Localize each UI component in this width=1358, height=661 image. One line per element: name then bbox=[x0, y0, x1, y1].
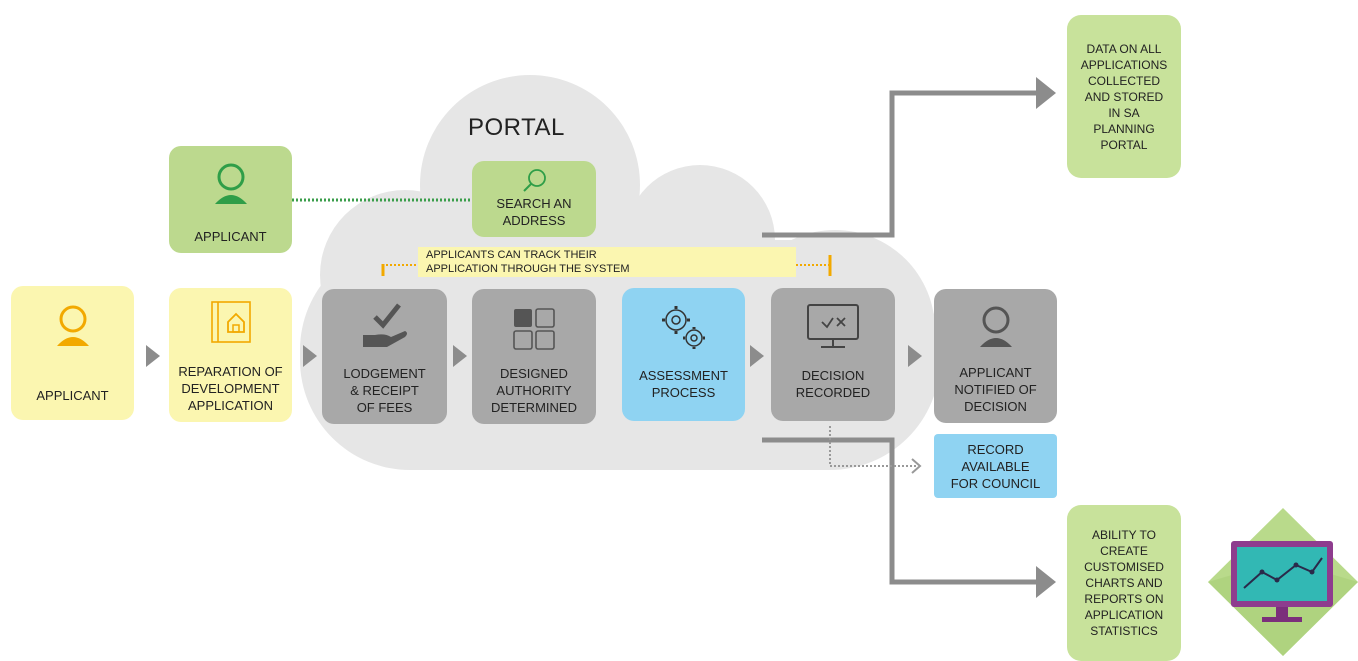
authority-box: DESIGNED AUTHORITY DETERMINED bbox=[472, 289, 596, 424]
chart-monitor-icon bbox=[1208, 508, 1358, 656]
reports-box: ABILITY TO CREATE CUSTOMISED CHARTS AND … bbox=[1067, 505, 1181, 661]
arrow-5 bbox=[908, 345, 922, 367]
lodgement-box: LODGEMENT & RECEIPT OF FEES bbox=[322, 289, 447, 424]
authority-label: DESIGNED AUTHORITY DETERMINED bbox=[491, 366, 577, 415]
applicant-search-box: APPLICANT bbox=[169, 146, 292, 253]
decision-label: DECISION RECORDED bbox=[795, 368, 871, 400]
preparation-label: REPARATION OF DEVELOPMENT APPLICATION bbox=[178, 364, 283, 413]
decision-box: DECISION RECORDED bbox=[771, 288, 895, 421]
search-address-label: SEARCH AN ADDRESS bbox=[496, 196, 572, 228]
person-icon bbox=[169, 162, 292, 206]
arrow-4 bbox=[750, 345, 764, 367]
flow-arrows bbox=[146, 345, 922, 367]
applicant-start-box: APPLICANT bbox=[11, 286, 134, 420]
reports-connector bbox=[762, 437, 1056, 598]
arrow-3 bbox=[453, 345, 467, 367]
assessment-box: ASSESSMENT PROCESS bbox=[622, 288, 745, 421]
monitor-check-icon bbox=[771, 302, 895, 350]
data-stored-box: DATA ON ALL APPLICATIONS COLLECTED AND S… bbox=[1067, 15, 1181, 178]
hand-check-icon bbox=[322, 299, 447, 349]
notified-box: APPLICANT NOTIFIED OF DECISION bbox=[934, 289, 1057, 423]
lodgement-label: LODGEMENT & RECEIPT OF FEES bbox=[343, 366, 426, 415]
data-stored-label: DATA ON ALL APPLICATIONS COLLECTED AND S… bbox=[1080, 41, 1168, 152]
record-box: RECORD AVAILABLE FOR COUNCIL bbox=[934, 434, 1057, 498]
data-stored-connector bbox=[762, 77, 1056, 238]
tracking-bar bbox=[381, 255, 832, 276]
blueprint-icon bbox=[169, 298, 292, 348]
notified-label: APPLICANT NOTIFIED OF DECISION bbox=[954, 365, 1037, 414]
record-connector bbox=[829, 426, 922, 474]
grid-squares-icon bbox=[472, 307, 596, 351]
record-label: RECORD AVAILABLE FOR COUNCIL bbox=[950, 441, 1041, 491]
tracking-note: APPLICANTS CAN TRACK THEIR APPLICATION T… bbox=[418, 247, 796, 277]
person-icon bbox=[934, 305, 1057, 349]
applicant-left-label: APPLICANT bbox=[36, 388, 109, 403]
person-icon bbox=[11, 304, 134, 348]
search-address-box[interactable]: SEARCH AN ADDRESS bbox=[472, 161, 596, 237]
gears-icon bbox=[622, 302, 745, 354]
preparation-box: REPARATION OF DEVELOPMENT APPLICATION bbox=[169, 288, 292, 422]
applicant-top-label: APPLICANT bbox=[194, 229, 267, 244]
arrow-1 bbox=[146, 345, 160, 367]
search-icon bbox=[472, 167, 596, 195]
assessment-label: ASSESSMENT PROCESS bbox=[639, 368, 728, 400]
portal-title: PORTAL bbox=[468, 114, 565, 141]
reports-label: ABILITY TO CREATE CUSTOMISED CHARTS AND … bbox=[1084, 528, 1164, 638]
arrow-2 bbox=[303, 345, 317, 367]
